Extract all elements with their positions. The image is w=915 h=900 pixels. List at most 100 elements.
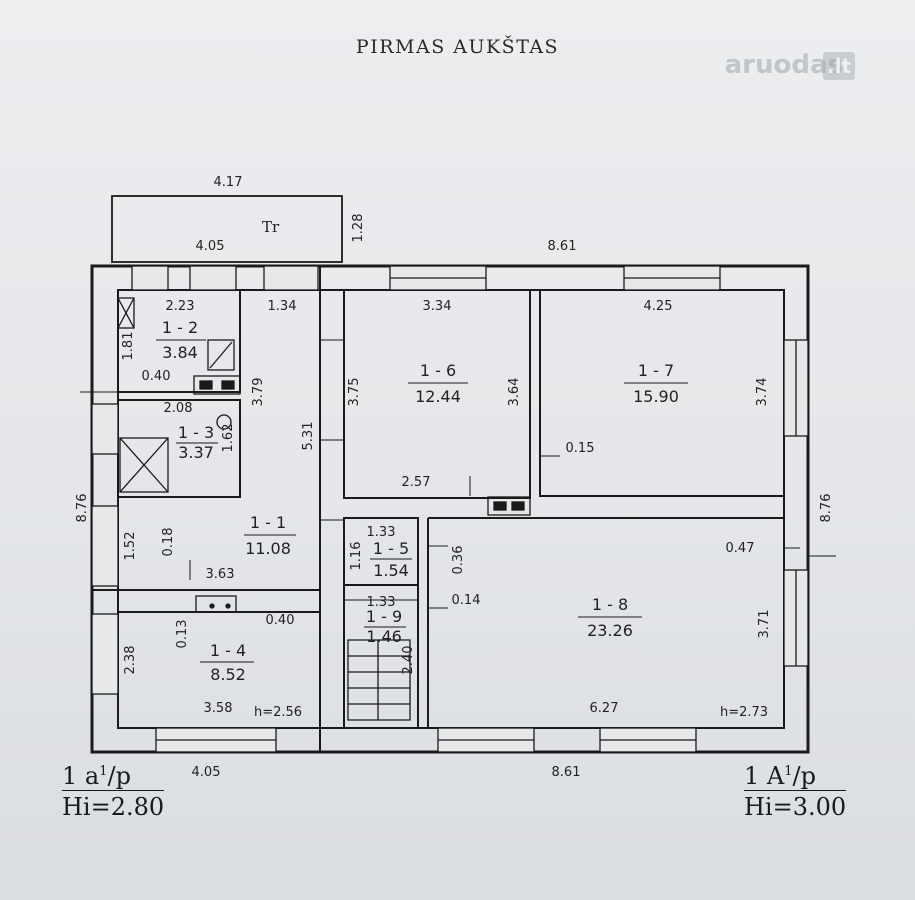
- room-1-4-ceiling: h=2.56: [254, 705, 302, 720]
- dim-r4-offset: 0.40: [266, 613, 295, 628]
- window-top-3: [263, 265, 319, 291]
- legend-right: 1 A1/p Hi=3.00: [744, 762, 847, 821]
- dim-bottom-left: 4.05: [192, 765, 221, 780]
- window-left-1: [91, 403, 119, 455]
- fixture-sink-tap-2: [225, 603, 231, 609]
- legend-right-suffix: /p: [792, 762, 816, 790]
- dim-top-right: 8.61: [548, 239, 577, 254]
- door-marks: [319, 330, 419, 690]
- window-top-1: [131, 265, 169, 291]
- watermark-suffix: .lt: [823, 52, 855, 80]
- room-1-8-area: 23.26: [587, 621, 633, 640]
- dim-r7-niche: 0.15: [566, 441, 595, 456]
- legend-left: 1 a1/p Hi=2.80: [62, 762, 165, 821]
- room-1-6-id: 1 - 6: [420, 361, 456, 380]
- dim-corridor-height: 3.79: [251, 378, 266, 407]
- legend-left-sup: 1: [99, 764, 108, 779]
- legend-left-code: 1 a: [62, 762, 100, 790]
- page-title: PIRMAS AUKŠTAS: [355, 36, 560, 58]
- room-1-2-area: 3.84: [162, 343, 198, 362]
- windows: [91, 265, 809, 753]
- fixture-sink: [195, 595, 237, 613]
- dim-r3-height: 1.62: [221, 424, 236, 453]
- dim-r5-width: 1.33: [367, 525, 396, 540]
- legend-right-code: 1 A: [744, 762, 785, 790]
- legend-right-line1: 1 A1/p: [744, 762, 846, 790]
- terrace-width: 4.17: [214, 175, 243, 190]
- fixture-shower: [119, 437, 169, 493]
- dim-r4-niche: 0.13: [175, 620, 190, 649]
- outer-wall: [90, 264, 810, 754]
- dim-right-side: 8.76: [819, 494, 834, 523]
- legend-left-suffix: /p: [107, 762, 131, 790]
- fixture-stove: [487, 496, 531, 516]
- wall-room-7: [539, 290, 784, 497]
- room-1-4-id: 1 - 4: [210, 641, 246, 660]
- dim-corridor-width: 1.34: [268, 299, 297, 314]
- wall-rooms-5-9: [343, 517, 419, 729]
- room-1-3-id: 1 - 3: [178, 423, 214, 442]
- room-1-9-id: 1 - 9: [366, 607, 402, 626]
- fixture-boiler: [193, 375, 241, 395]
- legend-right-sup: 1: [784, 764, 793, 779]
- room-1-2-id: 1 - 2: [162, 318, 198, 337]
- dim-r8-niche: 0.36: [451, 546, 466, 575]
- room-1-8-ceiling: h=2.73: [720, 705, 768, 720]
- dim-top-left: 4.05: [196, 239, 225, 254]
- dim-r5-height: 1.16: [349, 542, 364, 571]
- fixture-boiler-part-2: [221, 380, 235, 390]
- fixture-boiler-part-1: [199, 380, 213, 390]
- dim-r9-width: 1.33: [367, 595, 396, 610]
- dim-r8-right: 0.47: [726, 541, 755, 556]
- window-left-3: [91, 613, 119, 695]
- room-1-7-area: 15.90: [633, 387, 679, 406]
- dim-r4-height: 2.38: [123, 646, 138, 675]
- room-1-8-id: 1 - 8: [592, 595, 628, 614]
- legend-left-height: Hi=2.80: [62, 790, 165, 821]
- dimension-lines: [80, 391, 836, 609]
- fixtures: [117, 297, 531, 721]
- watermark-text: aruodas: [724, 50, 843, 80]
- fixture-stove-part-2: [511, 501, 525, 511]
- staircase: [347, 639, 411, 721]
- dim-corridor-full: 5.31: [301, 422, 316, 451]
- dim-r8-height: 3.71: [757, 610, 772, 639]
- dim-r1-width: 3.63: [206, 567, 235, 582]
- dim-r6-height: 3.75: [347, 378, 362, 407]
- room-1-4-area: 8.52: [210, 665, 246, 684]
- terrace-depth: 1.28: [351, 214, 366, 243]
- dim-r9-height: 2.40: [401, 646, 416, 675]
- dim-r1-height: 1.52: [123, 532, 138, 561]
- wall-room-3: [118, 399, 241, 498]
- room-1-6-area: 12.44: [415, 387, 461, 406]
- dim-r7-width: 4.25: [644, 299, 673, 314]
- room-1-1-area: 11.08: [245, 539, 291, 558]
- fixture-basin: [207, 339, 235, 371]
- room-1-7-id: 1 - 7: [638, 361, 674, 380]
- dim-r8-width: 6.27: [590, 701, 619, 716]
- window-left-2: [91, 505, 119, 587]
- wall-room-6: [343, 290, 531, 499]
- room-1-3-area: 3.37: [178, 443, 214, 462]
- room-1-9-area: 1.46: [366, 627, 402, 646]
- room-1-5-id: 1 - 5: [373, 539, 409, 558]
- window-top-2: [189, 265, 237, 291]
- dim-r8-niche-2: 0.14: [452, 593, 481, 608]
- dim-r1-niche: 0.18: [161, 528, 176, 557]
- dim-r2-width: 2.23: [166, 299, 195, 314]
- fixture-shower-cross-2: [119, 437, 169, 493]
- fixture-cabinet-cross-2: [117, 297, 135, 329]
- legend-right-height: Hi=3.00: [744, 790, 847, 821]
- room-1-1-id: 1 - 1: [250, 513, 286, 532]
- dim-r6-width: 3.34: [423, 299, 452, 314]
- dim-r4-width: 3.58: [204, 701, 233, 716]
- fixture-cabinet: [117, 297, 135, 329]
- dim-r6-bottom: 2.57: [402, 475, 431, 490]
- dim-r6-height-2: 3.64: [507, 378, 522, 407]
- watermark-logo: aruodas .lt: [707, 22, 887, 82]
- terrace-outline: [111, 195, 343, 263]
- dim-r2-offset: 0.40: [142, 369, 171, 384]
- terrace-label: Tr: [262, 218, 280, 236]
